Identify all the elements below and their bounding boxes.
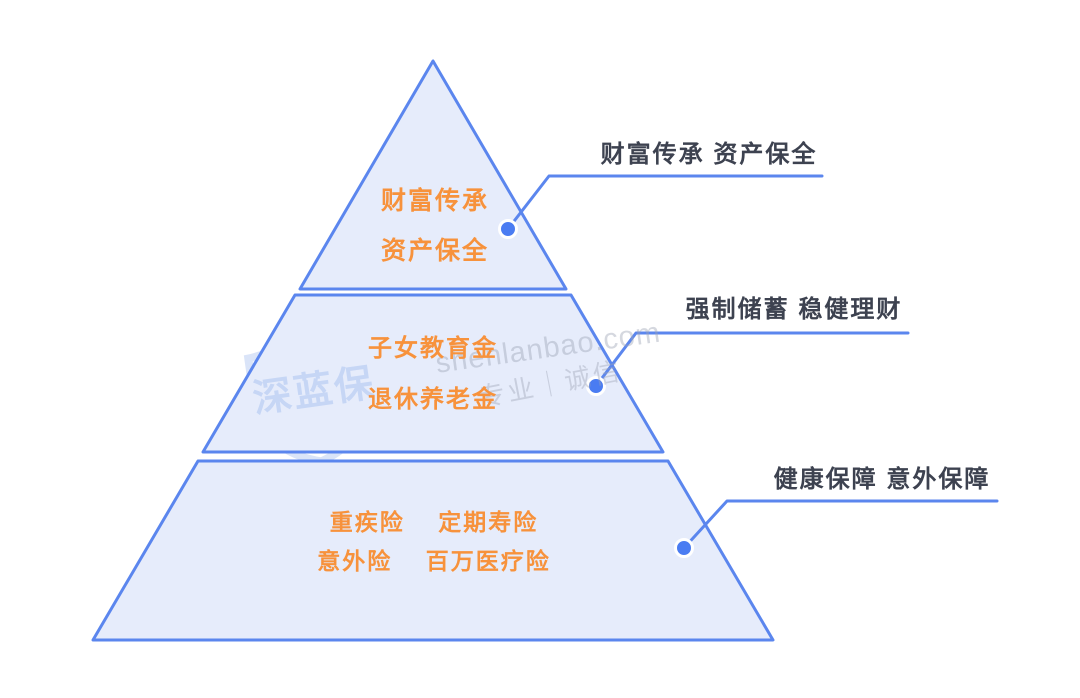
tier-top-label-line1: 财富传承 — [380, 187, 490, 215]
tier-bottom-label-line1: 重疾险 定期寿险 — [329, 509, 539, 535]
callout-middle-label: 强制储蓄 稳健理财 — [685, 296, 903, 323]
callout-line-top — [506, 174, 824, 231]
connector-dot-middle-icon — [586, 376, 606, 396]
callout-top-label: 财富传承 资产保全 — [600, 141, 818, 168]
callout-line-middle — [594, 331, 910, 388]
tier-middle-label-line1: 子女教育金 — [368, 335, 498, 362]
tier-top-label-line2: 资产保全 — [380, 237, 490, 265]
callout-bottom-label: 健康保障 意外保障 — [773, 466, 991, 493]
connector-dot-bottom-icon — [674, 538, 694, 558]
connector-dot-top-icon — [498, 219, 518, 239]
tier-middle-shape — [201, 293, 665, 454]
tier-bottom-label: 重疾险 定期寿险 意外险 百万医疗险 — [317, 511, 550, 573]
tier-bottom-label-line2: 意外险 百万医疗险 — [317, 548, 551, 574]
tier-middle-label-line2: 退休养老金 — [368, 386, 498, 413]
callout-line-bottom — [682, 499, 999, 550]
tier-bottom-shape — [91, 459, 775, 642]
tier-middle-label: 子女教育金 退休养老金 — [368, 337, 498, 412]
tier-top-label: 财富传承 资产保全 — [381, 189, 489, 264]
